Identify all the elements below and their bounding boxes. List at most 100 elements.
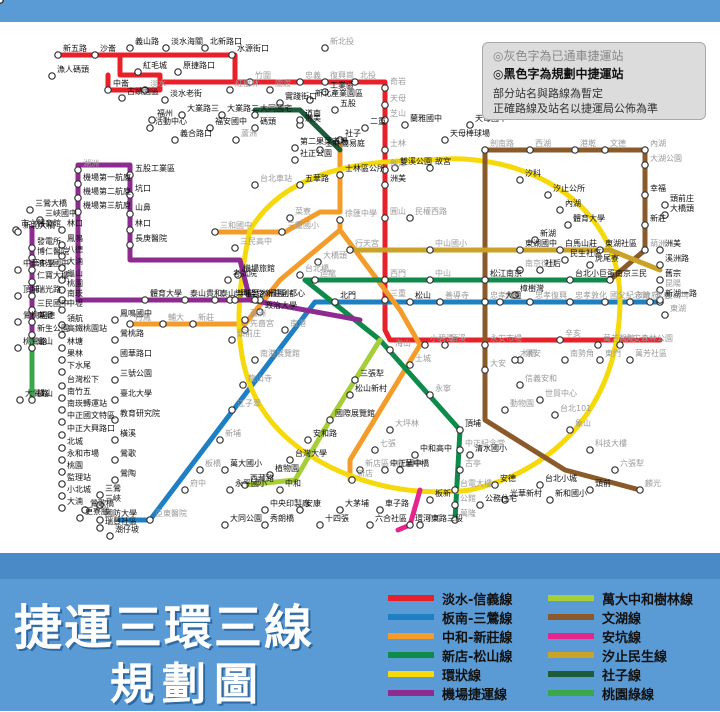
legend-swatch [548,633,594,639]
station-label: 南京三民 [615,268,647,278]
station-label: 鶯歌 [120,448,136,458]
station-label: 小北城 [67,485,91,494]
station-label: 科技大樓 [595,438,627,448]
station-marker [311,276,319,284]
station-label: 台北101 [560,403,591,413]
station-marker [351,376,359,384]
station-label: 新生公園 [37,323,69,333]
station-label: 復興崗 [330,70,354,80]
station-marker [386,346,394,354]
station-label: 新北投 [330,36,354,46]
station-marker [451,501,459,509]
station-label: 忠孝復興 [535,290,567,300]
station-marker [28,244,36,252]
station-label: 故宮 [435,156,451,166]
station-marker [81,506,89,514]
station-label: 中山國小 [435,238,467,248]
station-marker [58,444,66,452]
station-marker [106,532,114,540]
station-marker [321,78,329,86]
station-label: 台電大樓 [460,478,492,488]
station-label: 紅樹林 [235,78,259,88]
station-label: 大湳 [67,496,83,506]
station-label: 葫洲 [650,238,666,248]
station-marker [501,496,509,504]
station-label: 三重國小 [287,220,319,230]
station-marker [126,210,134,218]
station-label: 頭前 [595,478,611,488]
station-label: 紅毛城 [143,60,167,70]
station-label: 義山路 [135,36,159,46]
station-marker [304,436,312,444]
station-marker [126,241,134,249]
station-marker [306,96,314,104]
route-airport [75,162,363,323]
station-marker [346,391,354,399]
legend-item: 汐止民生線 [548,647,667,665]
station-label: 道南 [305,108,321,118]
station-marker [406,361,414,369]
legend-swatch [548,690,594,696]
station-label: 北新路口 [210,36,242,46]
legend-label: 環狀線 [442,668,482,684]
station-marker [331,106,339,114]
station-marker [381,116,389,124]
station-label: 六張犁 [620,458,644,468]
station-marker [28,344,36,352]
station-marker [556,206,564,214]
station-marker [336,136,344,144]
station-marker [456,426,464,434]
station-label: 公務住宅 [485,493,517,503]
station-label: 木柵國小 [260,288,292,298]
station-label: 西門 [390,269,406,278]
station-label: 工業區 [330,80,354,90]
station-marker [74,208,82,216]
station-marker [96,501,104,509]
station-label: 機場第一航廈 [83,172,131,182]
station-marker [241,316,249,324]
station-marker [256,308,264,316]
legend-note-box: ◎灰色字為已通車捷運站 ◎黑色字為規劃中捷運站 部分站名與路線為暫定 正確路線及… [482,42,706,120]
station-marker [601,146,609,154]
station-marker [656,286,664,294]
route-wenhu [482,147,643,493]
station-marker [561,256,569,264]
station-marker [276,99,284,107]
station-marker [58,456,66,464]
station-label: 活動中心 [155,116,187,126]
station-marker [111,436,119,444]
note-line-official: 正確路線及站名以捷運局公佈為準 [493,102,658,115]
station-label: 板橋 [205,458,221,468]
station-label: 世貿中心 [545,388,577,398]
station-label: 港墘 [580,138,596,148]
station-label: 瑞豐社區 [105,516,137,526]
line-legend: 淡水-信義線萬大中和樹林線板南-三鶯線文湖線中和-新莊線安坑線新店-松山線汐止民… [388,590,708,706]
station-label: 三鶯 [105,483,121,493]
station-label: 博仁醫院 [37,246,69,256]
station-label: 大安森林公園 [625,333,673,343]
station-marker [48,72,56,80]
station-label: 民權西路 [415,206,447,216]
station-marker [111,396,119,404]
station-marker [546,496,554,504]
legend-item: 萬大中和樹林線 [548,590,693,608]
station-marker [511,291,519,299]
station-label: 林口 [135,218,151,228]
station-label: 圓山 [390,206,406,216]
station-marker [58,431,66,439]
station-marker [426,276,434,284]
station-label: 北投 [360,70,376,80]
station-marker [481,276,489,284]
station-marker [181,486,189,494]
station-marker [641,246,649,254]
station-label: 中央印製廠 [270,498,310,508]
station-marker [511,356,519,364]
station-label: 實踐街口 [285,91,317,101]
station-marker [58,418,66,426]
station-label: 頭前庄 [670,193,694,203]
route-zhonghe-xinzhuang [127,217,343,327]
station-label: 麟光 [645,478,661,488]
station-marker [376,506,384,514]
route-wenhu-top [482,147,648,283]
station-label: 大茅埔 [345,498,369,508]
